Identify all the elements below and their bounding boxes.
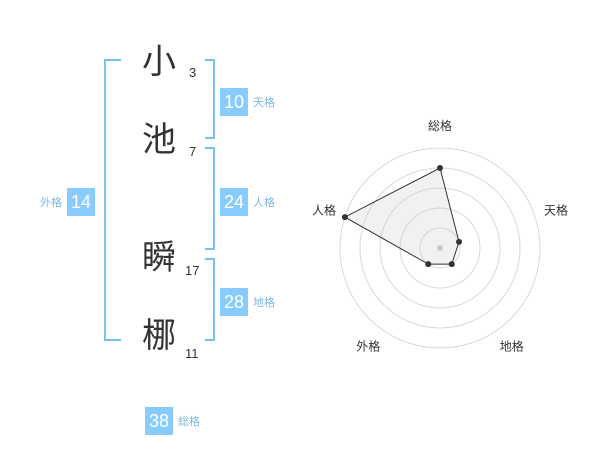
jinkaku: 24 人格 — [220, 188, 275, 216]
radar-ring-3 — [379, 187, 501, 309]
tenkaku-label: 天格 — [253, 96, 275, 109]
radar-point-2 — [456, 238, 463, 245]
jinkaku-bracket — [205, 147, 215, 250]
chikaku-label: 地格 — [253, 296, 275, 309]
gaikaku: 外格 14 — [40, 188, 95, 216]
radar-axis-label-2: 天格 — [544, 202, 568, 217]
chikaku: 28 地格 — [220, 288, 275, 316]
stroke-count-3: 17 — [185, 263, 200, 278]
name-char-1: 小 — [142, 42, 176, 82]
radar-axis-label-5: 人格 — [312, 202, 336, 217]
tenkaku: 10 天格 — [220, 88, 275, 116]
jinkaku-value: 24 — [220, 188, 248, 216]
radar-point-3 — [448, 261, 455, 268]
gaikaku-value: 14 — [67, 188, 95, 216]
radar-center-dot — [437, 245, 443, 251]
gaikaku-label: 外格 — [40, 196, 62, 209]
radar-ring-5 — [339, 147, 541, 349]
radar-ring-1 — [419, 227, 461, 269]
stroke-count-1: 3 — [189, 65, 197, 80]
stroke-count-2: 7 — [189, 144, 197, 159]
radar-axis-label-1: 総格 — [428, 118, 452, 133]
radar-point-4 — [425, 261, 432, 268]
soukaku-value: 38 — [145, 407, 173, 435]
radar-axis-label-4: 外格 — [356, 339, 380, 354]
radar-area — [343, 167, 460, 265]
chikaku-bracket — [205, 258, 215, 341]
chikaku-value: 28 — [220, 288, 248, 316]
radar-point-1 — [437, 165, 443, 171]
soukaku-label: 総格 — [178, 415, 200, 428]
stroke-count-4: 11 — [185, 346, 199, 361]
jinkaku-label: 人格 — [253, 196, 275, 209]
tenkaku-bracket — [205, 59, 215, 139]
gaikaku-bracket — [104, 59, 121, 341]
name-char-4: 梛 — [142, 316, 176, 356]
name-char-3: 瞬 — [142, 238, 176, 278]
radar-axis-label-3: 地格 — [500, 339, 524, 354]
soukaku: 38 総格 — [145, 407, 200, 435]
radar-point-5 — [341, 214, 348, 221]
name-char-2: 池 — [142, 120, 176, 160]
tenkaku-value: 10 — [220, 88, 248, 116]
